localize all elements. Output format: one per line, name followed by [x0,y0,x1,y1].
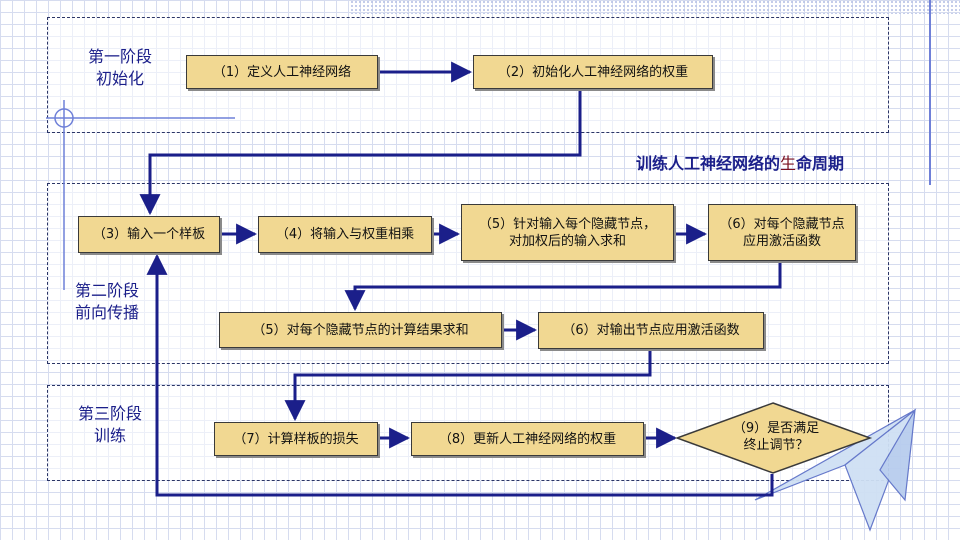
step-4-text: （4）将输入与权重相乘 [275,227,415,242]
step-8-update-weights: （8）更新人工神经网络的权重 [411,422,644,456]
step-9-line2: 终止调节？ [743,438,809,453]
step-6a-hidden-activation: （6）对每个隐藏节点 应用激活函数 [708,204,856,261]
step-3-text: （3）输入一个样板 [92,227,206,242]
step-2-init-weights: （2）初始化人工神经网络的权重 [473,55,713,89]
stage-3-label-line2: 训练 [93,426,126,445]
step-5a-sum-hidden-inputs: （5）针对输入每个隐藏节点， 对加权后的输入求和 [461,204,674,261]
stage-3-label-line1: 第三阶段 [77,404,142,423]
arrow-2-to-3 [139,90,582,216]
step-6b-output-activation: （6）对输出节点应用激活函数 [538,312,764,349]
stage-2-label-line1: 第二阶段 [74,281,139,300]
step-9-line1: （9）是否满足 [732,421,820,436]
cycle-title-suffix: 命周期 [796,154,845,173]
arrow-6b-to-7 [284,349,652,422]
step-5b-text: （5）对每个隐藏节点的计算结果求和 [252,322,469,338]
cycle-title-highlight: 生 [780,154,797,173]
step-5a-line2: 对加权后的输入求和 [508,233,626,249]
step-1-text: （1）定义人工神经网络 [212,64,352,80]
paper-plane-decoration [754,408,917,532]
step-6b-text: （6）对输出节点应用激活函数 [562,323,740,338]
step-5a-line1: （5）针对输入每个隐藏节点， [478,216,657,232]
step-7-text: （7）计算样板的损失 [233,431,359,447]
cycle-title: 训练人工神经网络的生命周期 [636,150,844,174]
stage-1-label-line2: 初始化 [95,69,144,88]
stage-2-label-line2: 前向传播 [74,303,139,322]
stage-3-label: 第三阶段 训练 [60,403,160,447]
step-2-text: （2）初始化人工神经网络的权重 [497,64,689,80]
stage-2-label: 第二阶段 前向传播 [57,280,157,324]
step-6a-line2: 应用激活函数 [742,233,821,249]
step-1-define-network: （1）定义人工神经网络 [186,55,378,89]
step-4-multiply-weights: （4）将输入与权重相乘 [258,216,432,253]
arrow-6a-to-5b [344,261,782,312]
step-9-decision-text: （9）是否满足 终止调节？ [716,420,836,454]
decorative-dotted-band [350,0,960,14]
arrow-9-loop-to-3 [146,253,774,497]
step-7-compute-loss: （7）计算样板的损失 [214,422,378,456]
step-5b-sum-hidden-results: （5）对每个隐藏节点的计算结果求和 [219,312,502,348]
step-3-input-sample: （3）输入一个样板 [78,216,220,253]
step-6a-line1: （6）对每个隐藏节点 [719,216,845,232]
decorative-crosshair [46,100,235,290]
cycle-title-prefix: 训练人工神经网络的 [636,154,781,173]
stage-1-label: 第一阶段 初始化 [70,46,170,90]
decision-diamond [674,402,873,474]
step-8-text: （8）更新人工神经网络的权重 [438,431,617,447]
stage-1-label-line1: 第一阶段 [87,47,152,66]
